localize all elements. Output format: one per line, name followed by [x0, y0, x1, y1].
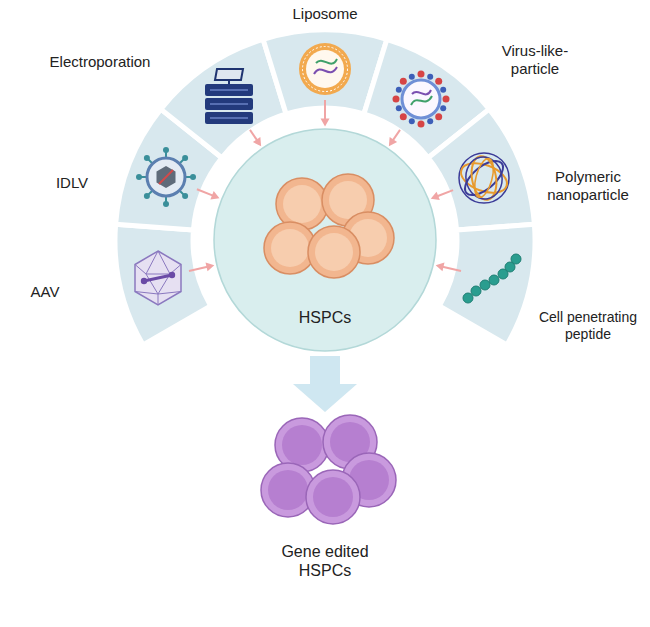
- delivery-arrow: [389, 130, 400, 146]
- delivery-arrow: [431, 190, 453, 200]
- hspc-cells: [264, 174, 394, 278]
- arrow-head: [389, 137, 397, 146]
- arrow-head: [321, 119, 330, 127]
- aav-icon: [135, 251, 181, 305]
- idlv-icon: [136, 147, 196, 207]
- edited-cells: [261, 415, 396, 524]
- arrow-head: [253, 137, 261, 146]
- arrow-head: [436, 263, 445, 272]
- method-label: Virus-like-particle: [490, 42, 580, 78]
- hub-circle: [214, 129, 436, 351]
- arrow-line: [393, 130, 400, 141]
- result-label: Gene edited HSPCs: [265, 542, 385, 580]
- arrow-line: [442, 267, 461, 271]
- arrow-line: [324, 100, 326, 120]
- method-label: Cell penetrating peptide: [529, 309, 647, 343]
- vlp-icon: [393, 71, 450, 128]
- method-label: AAV: [15, 283, 75, 301]
- method-label: Electroporation: [35, 53, 165, 71]
- arrow-line: [250, 130, 257, 141]
- liposome-icon: [299, 43, 351, 95]
- arrow-head: [206, 263, 215, 272]
- fan-segment: [428, 109, 534, 230]
- arrow-line: [197, 189, 213, 195]
- delivery-arrow: [250, 130, 261, 146]
- arrow-body: [293, 356, 357, 412]
- polymeric-nanoparticle-icon: [457, 153, 511, 203]
- arrow-line: [189, 267, 208, 271]
- method-label: Polymeric nanoparticle: [538, 168, 638, 204]
- method-label: IDLV: [42, 174, 102, 192]
- delivery-arrow: [436, 263, 461, 272]
- arrow-head: [431, 192, 440, 200]
- arrow-line: [437, 190, 453, 196]
- delivery-arrow: [189, 263, 214, 272]
- method-label: Liposome: [270, 5, 380, 23]
- peptide-chain-icon: [463, 254, 521, 303]
- process-arrow: [293, 356, 357, 412]
- fan-segment: [439, 224, 535, 345]
- delivery-arrow: [321, 100, 330, 127]
- electroporation-device: [205, 69, 253, 124]
- delivery-arrow: [197, 189, 220, 199]
- arrow-head: [210, 191, 219, 199]
- hub-label: HSPCs: [213, 308, 437, 327]
- fan-segment: [115, 224, 211, 345]
